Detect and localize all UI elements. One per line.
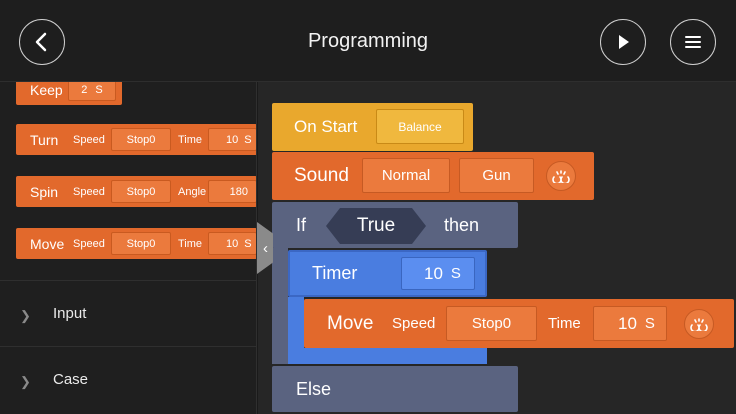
category-input[interactable]: ❯ Input [0,280,256,346]
speed-label: Speed [73,133,105,146]
timer-block[interactable]: Timer 10 S [288,250,487,297]
then-label: then [444,214,480,235]
block-label: Sound [294,165,349,186]
angle-label: Angle [178,185,207,198]
play-button[interactable] [600,19,646,65]
move-block[interactable]: Move Speed Stop0 Time 10 S [304,299,734,348]
block-label: Move [327,312,374,334]
time-label: Time [548,315,581,332]
timer-block-arm [288,297,304,364]
if-block-arm [272,248,288,364]
speed-label: Speed [73,185,105,198]
header: Programming [0,0,736,82]
time-value: 10 [226,133,239,146]
preview-button[interactable] [546,161,576,191]
time-value: 10 [618,313,637,333]
timer-block-footer [288,348,487,364]
on-start-block[interactable]: On Start Balance [272,103,473,151]
speed-field[interactable]: Stop0 [111,232,171,255]
time-field[interactable]: 10 S [208,128,256,151]
block-palette: Keep 2 S Turn Speed Stop0 Time 10 S Spin… [0,82,257,414]
menu-button[interactable] [670,19,716,65]
sound-block[interactable]: Sound Normal Gun [272,152,594,200]
time-value: 10 [226,237,239,250]
unit-label: S [95,83,103,96]
unit-label: S [244,133,252,146]
sound-preview-icon [690,318,708,331]
block-label: On Start [294,117,358,136]
block-label: Turn [30,131,59,148]
if-block[interactable]: If True then [272,202,518,248]
speed-label: Speed [392,315,436,332]
palette-block-turn[interactable]: Turn Speed Stop0 Time 10 S [16,124,256,155]
speed-field[interactable]: Stop0 [111,180,171,203]
block-label: If [296,214,307,235]
unit-label: S [644,315,655,332]
category-label: Case [53,371,89,388]
angle-field[interactable]: 180 [208,180,256,203]
speed-field[interactable]: Stop0 [446,306,537,341]
duration-value: 10 [424,263,443,283]
sound-preview-icon [552,170,570,183]
duration-field[interactable]: 2 S [68,82,116,101]
else-label: Else [296,378,332,399]
unit-label: S [244,237,252,250]
block-label: Spin [30,183,59,200]
time-field[interactable]: 10 S [593,306,667,341]
condition-slot[interactable]: True [326,208,426,244]
mode-field[interactable]: Balance [376,109,464,144]
speed-field[interactable]: Stop0 [111,128,171,151]
page-title: Programming [307,30,429,52]
category-label: Input [53,305,87,322]
time-label: Time [178,237,203,250]
chevron-left-icon: ‹ [263,239,268,257]
chevron-right-icon: ❯ [20,374,31,389]
block-label: Move [30,235,65,252]
time-label: Time [178,133,203,146]
volume-field[interactable]: Normal [362,158,450,193]
preview-button[interactable] [684,309,714,339]
palette-block-move[interactable]: Move Speed Stop0 Time 10 S [16,228,256,259]
chevron-right-icon: ❯ [20,308,31,323]
menu-icon [685,36,701,48]
duration-value: 2 [81,83,88,96]
speed-label: Speed [73,237,105,250]
palette-block-keep[interactable]: Keep 2 S [16,82,122,105]
sound-field[interactable]: Gun [459,158,534,193]
back-button[interactable] [19,19,65,65]
else-section[interactable]: Else [272,366,518,412]
palette-block-spin[interactable]: Spin Speed Stop0 Angle 180 [16,176,256,207]
unit-label: S [450,265,461,282]
chevron-left-icon [35,32,47,52]
block-label: Timer [312,263,358,283]
collapse-sidebar-button[interactable]: ‹ [257,222,273,274]
time-field[interactable]: 10 S [208,232,256,255]
duration-field[interactable]: 10 S [401,257,475,290]
block-label: Keep [30,82,63,98]
category-case[interactable]: ❯ Case [0,346,256,412]
program-canvas[interactable]: On Start Balance Sound Normal Gun If Tru… [258,82,736,414]
play-icon [619,35,629,49]
